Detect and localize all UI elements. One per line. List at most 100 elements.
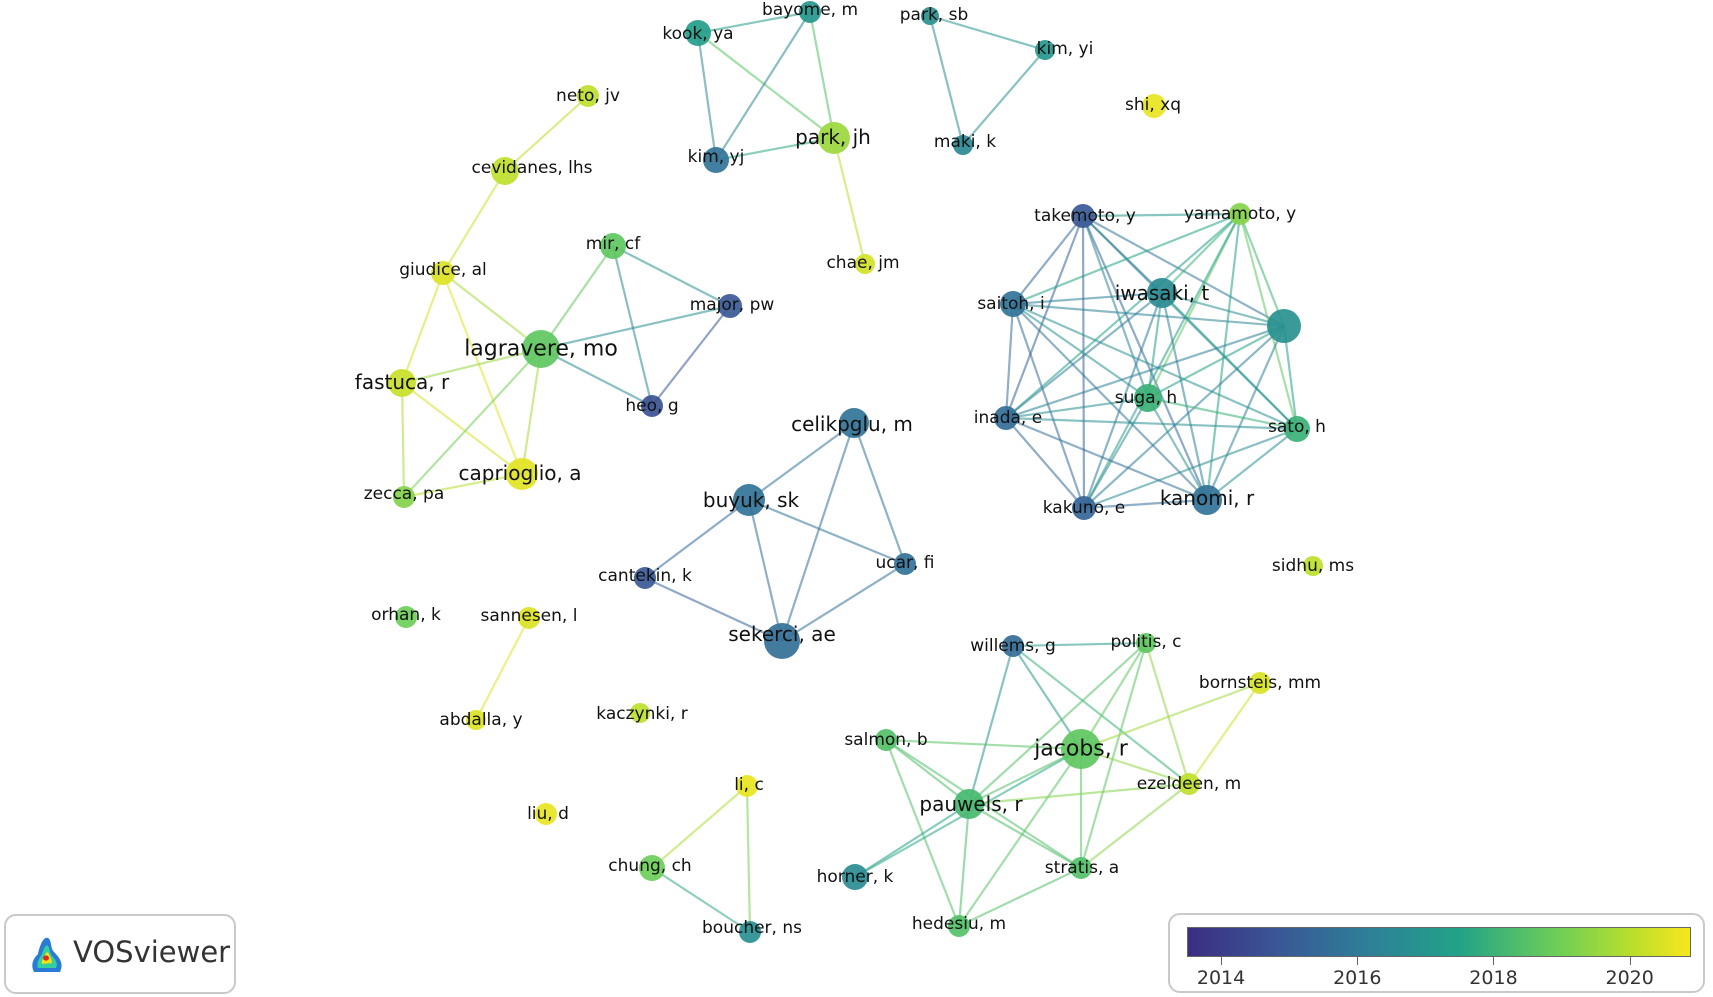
edge-yamamoto-inada: [1005, 213, 1241, 419]
node-caprioglio[interactable]: [506, 458, 538, 490]
node-cevidanes[interactable]: [491, 157, 519, 185]
edge-major-heo: [651, 305, 731, 407]
label-parksb: park, sb: [900, 5, 969, 25]
node-willems[interactable]: [1002, 635, 1024, 657]
label-iwasaki: iwasaki, t: [1115, 281, 1210, 305]
label-zecca: zecca, pa: [364, 484, 445, 504]
node-neto[interactable]: [577, 85, 599, 107]
label-mir: mir, cf: [586, 234, 641, 254]
legend-tick-mark: [1629, 957, 1631, 965]
edge-iwasaki-inada: [1005, 292, 1163, 419]
node-giudice[interactable]: [431, 261, 455, 285]
label-sannesen: sannesen, l: [481, 606, 578, 626]
node-maki[interactable]: [953, 135, 973, 155]
node-ucar[interactable]: [894, 553, 916, 575]
edge-unnamed-kanomi: [1205, 325, 1286, 501]
edge-inada-kanomi: [1005, 416, 1208, 502]
node-lagravere[interactable]: [522, 330, 560, 368]
node-sidhu[interactable]: [1303, 556, 1323, 576]
node-kimyi[interactable]: [1035, 40, 1055, 60]
legend-tick-label: 2016: [1333, 967, 1382, 989]
vosviewer-logo-icon: [32, 937, 62, 972]
node-zecca[interactable]: [393, 486, 415, 508]
edge-parksb-kimyi: [929, 14, 1046, 52]
edge-celikoglu-sekerci: [780, 422, 856, 642]
node-bornstein[interactable]: [1249, 672, 1271, 694]
node-kaczynski[interactable]: [630, 703, 650, 723]
node-fastuca[interactable]: [388, 369, 416, 397]
node-sato[interactable]: [1284, 416, 1310, 442]
node-bayome[interactable]: [799, 1, 821, 23]
edge-inada-kakuno: [1005, 417, 1085, 509]
node-kimyj[interactable]: [703, 147, 729, 173]
node-cantekin[interactable]: [634, 567, 656, 589]
node-kakuno[interactable]: [1072, 496, 1096, 520]
node-major[interactable]: [718, 294, 742, 318]
legend-tick-label: 2014: [1196, 967, 1246, 989]
node-sekerci[interactable]: [764, 623, 800, 659]
edge-politis-ezeldeen: [1144, 642, 1191, 785]
node-horner[interactable]: [842, 864, 868, 890]
edge-yamamoto-kakuno: [1083, 213, 1241, 509]
node-yamamoto[interactable]: [1229, 203, 1251, 225]
node-abdalla[interactable]: [466, 710, 486, 730]
label-cevidanes: cevidanes, lhs: [471, 158, 592, 178]
node-hedesiu[interactable]: [948, 915, 970, 937]
label-suga: suga, h: [1115, 388, 1177, 408]
edge-lic-chung: [651, 785, 748, 869]
label-sidhu: sidhu, ms: [1272, 556, 1354, 576]
node-suga[interactable]: [1134, 384, 1162, 412]
edge-buyuk-ucar: [748, 498, 906, 566]
node-parksb[interactable]: [921, 7, 939, 25]
edge-giudice-caprioglio: [441, 272, 524, 475]
edge-caprioglio-lagravere: [520, 348, 543, 475]
node-stratis[interactable]: [1070, 857, 1092, 879]
edge-parksb-maki: [928, 15, 965, 146]
edge-saitoh-sato: [1012, 302, 1298, 431]
node-lic[interactable]: [736, 775, 758, 797]
node-liud[interactable]: [535, 803, 557, 825]
edge-inada-sato: [1005, 416, 1298, 431]
node-takemoto[interactable]: [1071, 204, 1095, 228]
edge-kimyi-maki: [962, 49, 1046, 146]
node-saitoh[interactable]: [1000, 291, 1026, 317]
node-pauwels[interactable]: [954, 789, 984, 819]
edge-unnamed-suga: [1147, 325, 1285, 399]
edge-sekerci-ucar: [781, 563, 906, 642]
label-pauwels: pauwels, r: [919, 792, 1023, 816]
node-ezeldeen[interactable]: [1178, 773, 1200, 795]
node-boucher[interactable]: [739, 921, 761, 943]
node-chae[interactable]: [855, 254, 875, 274]
label-parkjh: park, jh: [795, 125, 871, 149]
color-scale-bar: [1187, 927, 1691, 957]
node-unnamed[interactable]: [1267, 309, 1301, 343]
node-mir[interactable]: [600, 233, 626, 259]
node-heo[interactable]: [641, 395, 663, 417]
legend-tick-label: 2020: [1605, 967, 1654, 989]
edge-layer: [400, 10, 1299, 933]
edge-bayome-parkjh: [808, 11, 836, 139]
node-jacobs[interactable]: [1061, 729, 1101, 769]
node-parkjh[interactable]: [818, 122, 850, 154]
edge-suga-sato: [1147, 396, 1298, 431]
label-saitoh: saitoh, i: [977, 294, 1044, 314]
node-kook[interactable]: [685, 20, 711, 46]
node-celikoglu[interactable]: [839, 408, 869, 438]
node-buyuk[interactable]: [733, 484, 765, 516]
node-orhan[interactable]: [395, 606, 417, 628]
node-politis[interactable]: [1136, 633, 1156, 653]
label-jacobs: jacobs, r: [1033, 737, 1129, 762]
node-kanomi[interactable]: [1192, 485, 1222, 515]
edge-kook-kimyj: [696, 32, 718, 161]
edge-sato-kakuno: [1083, 427, 1298, 510]
node-salmon[interactable]: [875, 729, 897, 751]
label-boucher: boucher, ns: [702, 918, 802, 938]
node-chung[interactable]: [639, 855, 665, 881]
node-inada[interactable]: [994, 406, 1018, 430]
node-iwasaki[interactable]: [1147, 278, 1177, 308]
legend-tick-mark: [1221, 957, 1223, 965]
label-kimyj: kim, yj: [688, 147, 745, 167]
node-shi[interactable]: [1142, 94, 1166, 118]
node-sannesen[interactable]: [518, 607, 540, 629]
edge-yamamoto-iwasaki: [1161, 213, 1241, 294]
